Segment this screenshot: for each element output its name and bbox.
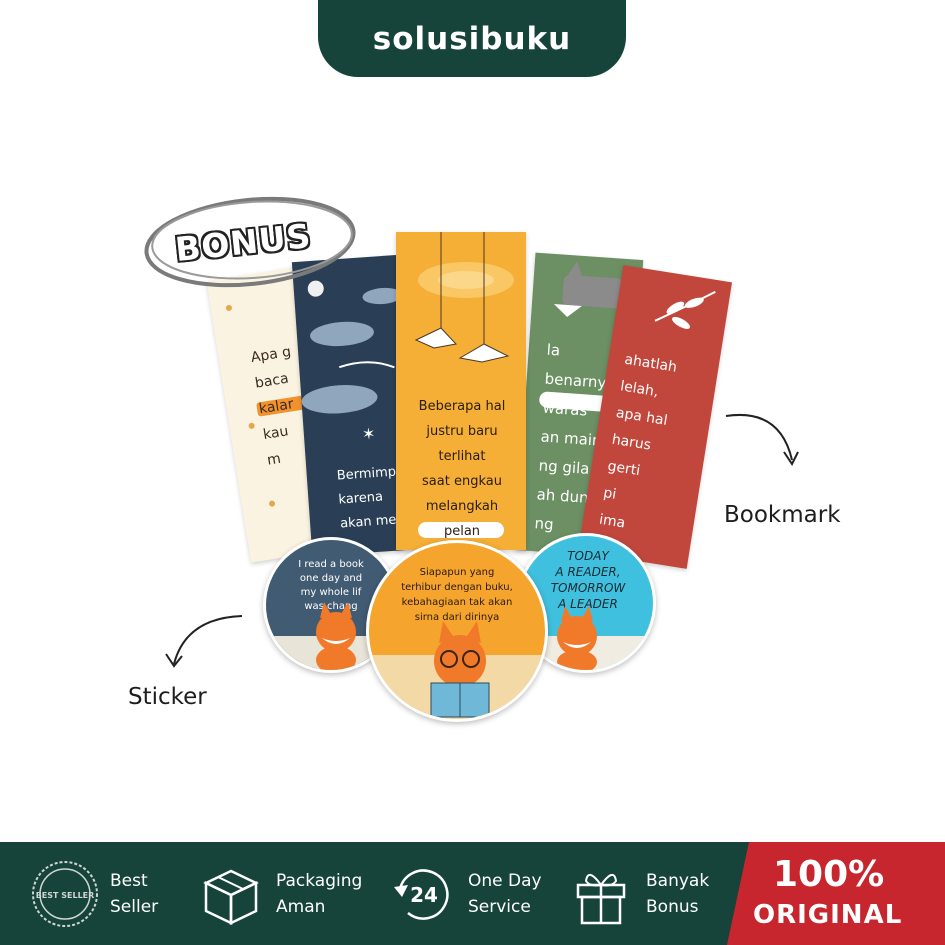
bookmark-card-2: ✶ Bermimp karena akan me [291,254,425,557]
best-seller-badge-text: BEST SELLER [36,891,95,900]
brand-header: solusibuku [318,0,626,77]
feature-packaging: Packaging Aman [196,842,362,945]
bookmark-card-5: ahatlah lelah, apa hal harus gerti pi im… [577,265,733,569]
feature-label: Banyak Bonus [646,870,710,917]
fox-reading-illustration [369,621,545,719]
highlight-bar [418,522,504,538]
sticker-2: Siapapun yang terhibur dengan buku, keba… [366,540,548,722]
svg-text:✶: ✶ [361,424,376,444]
bonus-scribble-circle [144,196,356,288]
24-hour-text: 24 [410,883,438,907]
24-hour-icon: 24 [394,868,449,920]
sticker-text: TODAY A READER, TOMORROW A LEADER [550,549,626,611]
night-sky-illustration: ✶ [301,280,403,444]
paper-crane-illustration [414,232,514,363]
sticker-label: Sticker [128,684,207,710]
bookmark-text: Beberapa hal justru baru terlihat saat e… [418,399,506,539]
original-text: ORIGINAL [753,900,903,930]
brand-name: solusibuku [372,20,572,57]
product-stage: Apa g baca kalar kau m ✶ Bermimp karena … [0,90,945,830]
sticker-text: I read a book one day and my whole lif w… [298,559,364,612]
curved-arrow-icon [165,615,243,668]
bookmark-label: Bookmark [724,502,841,528]
feature-label: Best Seller [110,870,159,917]
feature-banner: BEST SELLER Best Seller Packaging Aman 2… [0,842,945,945]
feature-best-seller: BEST SELLER Best Seller [30,842,158,945]
bonus-badge: BONUS [140,190,362,294]
sticker-text: Siapapun yang terhibur dengan buku, keba… [401,567,513,623]
feature-label: One Day Service [468,870,542,917]
bookmark-card-3: Beberapa hal justru baru terlihat saat e… [396,232,526,550]
feature-one-day-service: 24 One Day Service [388,842,542,945]
feature-bonus: Banyak Bonus [566,842,709,945]
original-percent: 100% [773,854,885,895]
best-seller-badge-icon: BEST SELLER [32,860,98,927]
bookmark-text: Bermimp karena akan me [336,464,397,532]
leaf-branch-illustration [654,291,716,329]
original-badge: 100% ORIGINAL [727,842,945,945]
package-box-icon [203,869,259,925]
curved-arrow-icon [725,414,799,466]
feature-label: Packaging Aman [276,870,363,917]
gift-box-icon [576,873,626,924]
